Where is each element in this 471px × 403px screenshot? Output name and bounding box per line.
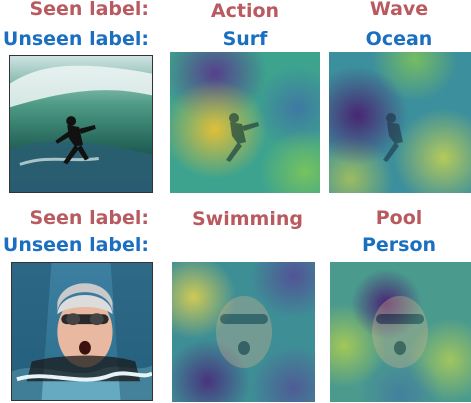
swimmer-heatmap-swimming xyxy=(172,262,315,402)
unseen-label-ocean: Ocean xyxy=(365,28,433,50)
surfer-heatmap-wave-ocean xyxy=(329,52,471,193)
swimmer-heatmap-pool-person xyxy=(330,262,471,402)
seen-label-caption-row1: Seen label: xyxy=(29,0,149,20)
surfer-heatmap-action-surf xyxy=(170,52,320,193)
unseen-label-caption-row2: Unseen label: xyxy=(2,234,149,256)
swimmer-photo xyxy=(11,262,153,401)
unseen-label-surf: Surf xyxy=(222,28,268,50)
unseen-label-caption-row1: Unseen label: xyxy=(2,28,149,50)
seen-label-wave: Wave xyxy=(369,0,429,20)
seen-label-caption-row2: Seen label: xyxy=(29,207,149,229)
seen-label-swimming: Swimming xyxy=(192,208,303,230)
seen-label-pool: Pool xyxy=(375,207,423,229)
unseen-label-person: Person xyxy=(361,234,437,256)
seen-label-action: Action xyxy=(210,0,280,22)
surfer-photo xyxy=(9,55,153,193)
